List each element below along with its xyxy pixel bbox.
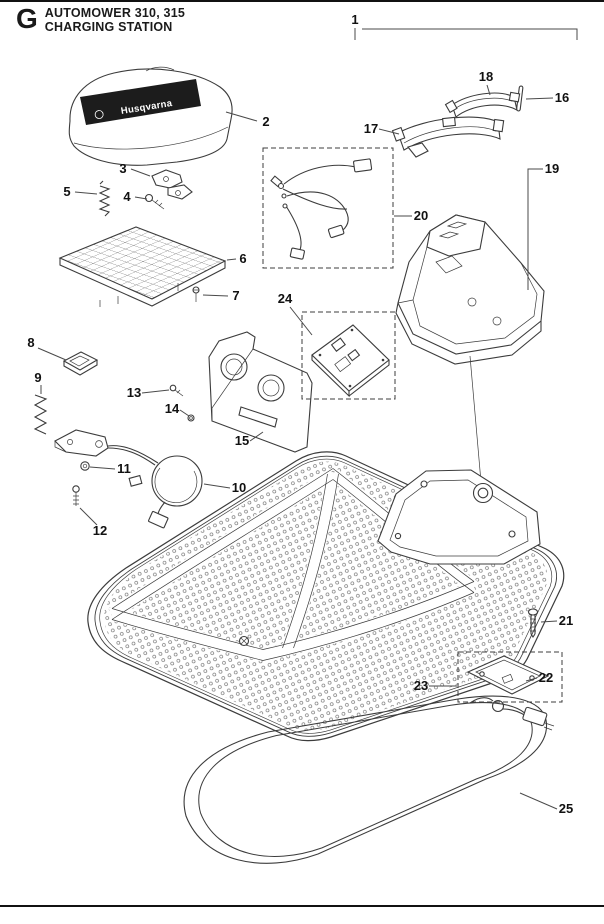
leader-line-part-22	[525, 677, 538, 682]
tower-housing-drawing	[395, 214, 545, 483]
plate-hole-icon	[472, 482, 494, 504]
front-panel-drawing	[208, 331, 313, 453]
contact-plate-drawing	[457, 651, 563, 703]
spacer-icon	[187, 414, 195, 422]
leader-line-part-25	[519, 792, 558, 810]
brand-band	[80, 79, 201, 125]
leader-line-part-4	[134, 196, 148, 200]
fastener-13-14-drawing	[169, 384, 195, 422]
part-label-8: 8	[27, 335, 34, 350]
part-label-2: 2	[262, 114, 269, 129]
cable-kit-drawing	[262, 147, 394, 269]
top-bracket-drawing	[391, 85, 524, 158]
part-label-4: 4	[123, 189, 131, 204]
part-label-5: 5	[63, 184, 70, 199]
part-label-13: 13	[127, 385, 141, 400]
leader-line-part-17	[378, 128, 400, 135]
part-label-15: 15	[235, 433, 249, 448]
leader-line-part-5	[74, 191, 98, 195]
leader-line-part-15	[249, 431, 264, 442]
leader-line-part-3	[130, 168, 151, 177]
pivot-bracket-drawing	[54, 429, 109, 506]
latch-plate-drawing	[62, 351, 99, 376]
model-title: AUTOMOWER 310, 315	[44, 6, 185, 20]
boundary-loop-drawing	[183, 695, 555, 864]
leader-line-part-13	[141, 389, 170, 394]
connector-icon	[327, 224, 345, 239]
part-label-7: 7	[232, 288, 239, 303]
assembly-title: CHARGING STATION	[44, 20, 173, 34]
part-label-17: 17	[364, 121, 378, 136]
brand-crown-icon	[94, 110, 104, 119]
screw-icon	[527, 608, 539, 616]
page-header: G AUTOMOWER 310, 315 CHARGING STATION	[16, 3, 185, 35]
leader-line-part-6	[226, 258, 237, 261]
screw-icon	[169, 384, 177, 392]
circuit-board-drawing	[301, 311, 396, 400]
leader-line-part-19	[527, 168, 543, 290]
leader-line-part-11	[89, 466, 116, 470]
part-label-21: 21	[559, 613, 573, 628]
leader-line-part-12	[79, 507, 98, 526]
connector-icon	[289, 247, 305, 260]
screw-21-drawing	[527, 608, 539, 638]
top-cover-drawing: Husqvarna	[68, 66, 233, 166]
plug-connector-icon	[522, 706, 548, 727]
leader-line-part-18	[486, 84, 491, 96]
part-label-12: 12	[93, 523, 107, 538]
leader-line-part-1	[362, 28, 578, 40]
part-label-20: 20	[414, 208, 428, 223]
leader-line-part-10	[203, 483, 231, 489]
leader-line-part-16	[525, 97, 554, 100]
screw-icon	[72, 485, 80, 493]
cable-coil-drawing	[107, 445, 203, 529]
part-label-24: 24	[278, 291, 293, 306]
part-label-19: 19	[545, 161, 559, 176]
page-top-rule	[0, 0, 604, 2]
leader-line-part-8	[37, 347, 67, 361]
leader-line-part-21	[540, 620, 558, 623]
part-label-1: 1	[351, 12, 358, 27]
page-title: AUTOMOWER 310, 315 CHARGING STATION	[45, 5, 185, 34]
leader-line-part-2	[225, 111, 258, 122]
page-bottom-rule	[0, 905, 604, 907]
leader-line-part-14	[179, 409, 190, 417]
cable-clip-icon	[128, 474, 143, 487]
part-label-6: 6	[239, 251, 246, 266]
connector-icon	[353, 158, 373, 173]
part-label-23: 23	[414, 678, 428, 693]
connector-icon	[148, 510, 169, 529]
part-label-9: 9	[34, 370, 41, 385]
part-label-3: 3	[119, 161, 126, 176]
part-label-14: 14	[165, 401, 180, 416]
leader-line-part-7	[202, 294, 229, 297]
part-label-11: 11	[117, 461, 131, 476]
spring-5-drawing	[98, 180, 111, 217]
part-label-22: 22	[539, 670, 553, 685]
part-label-25: 25	[559, 801, 573, 816]
spring-9-drawing	[33, 394, 48, 435]
part-label-18: 18	[479, 69, 493, 84]
washer-icon	[80, 461, 90, 471]
leader-line-part-24	[289, 306, 313, 336]
screw-icon	[144, 193, 154, 203]
part-label-16: 16	[555, 90, 569, 105]
part-label-10: 10	[232, 480, 246, 495]
section-letter: G	[16, 3, 38, 34]
hinge-parts-drawing	[144, 169, 193, 210]
